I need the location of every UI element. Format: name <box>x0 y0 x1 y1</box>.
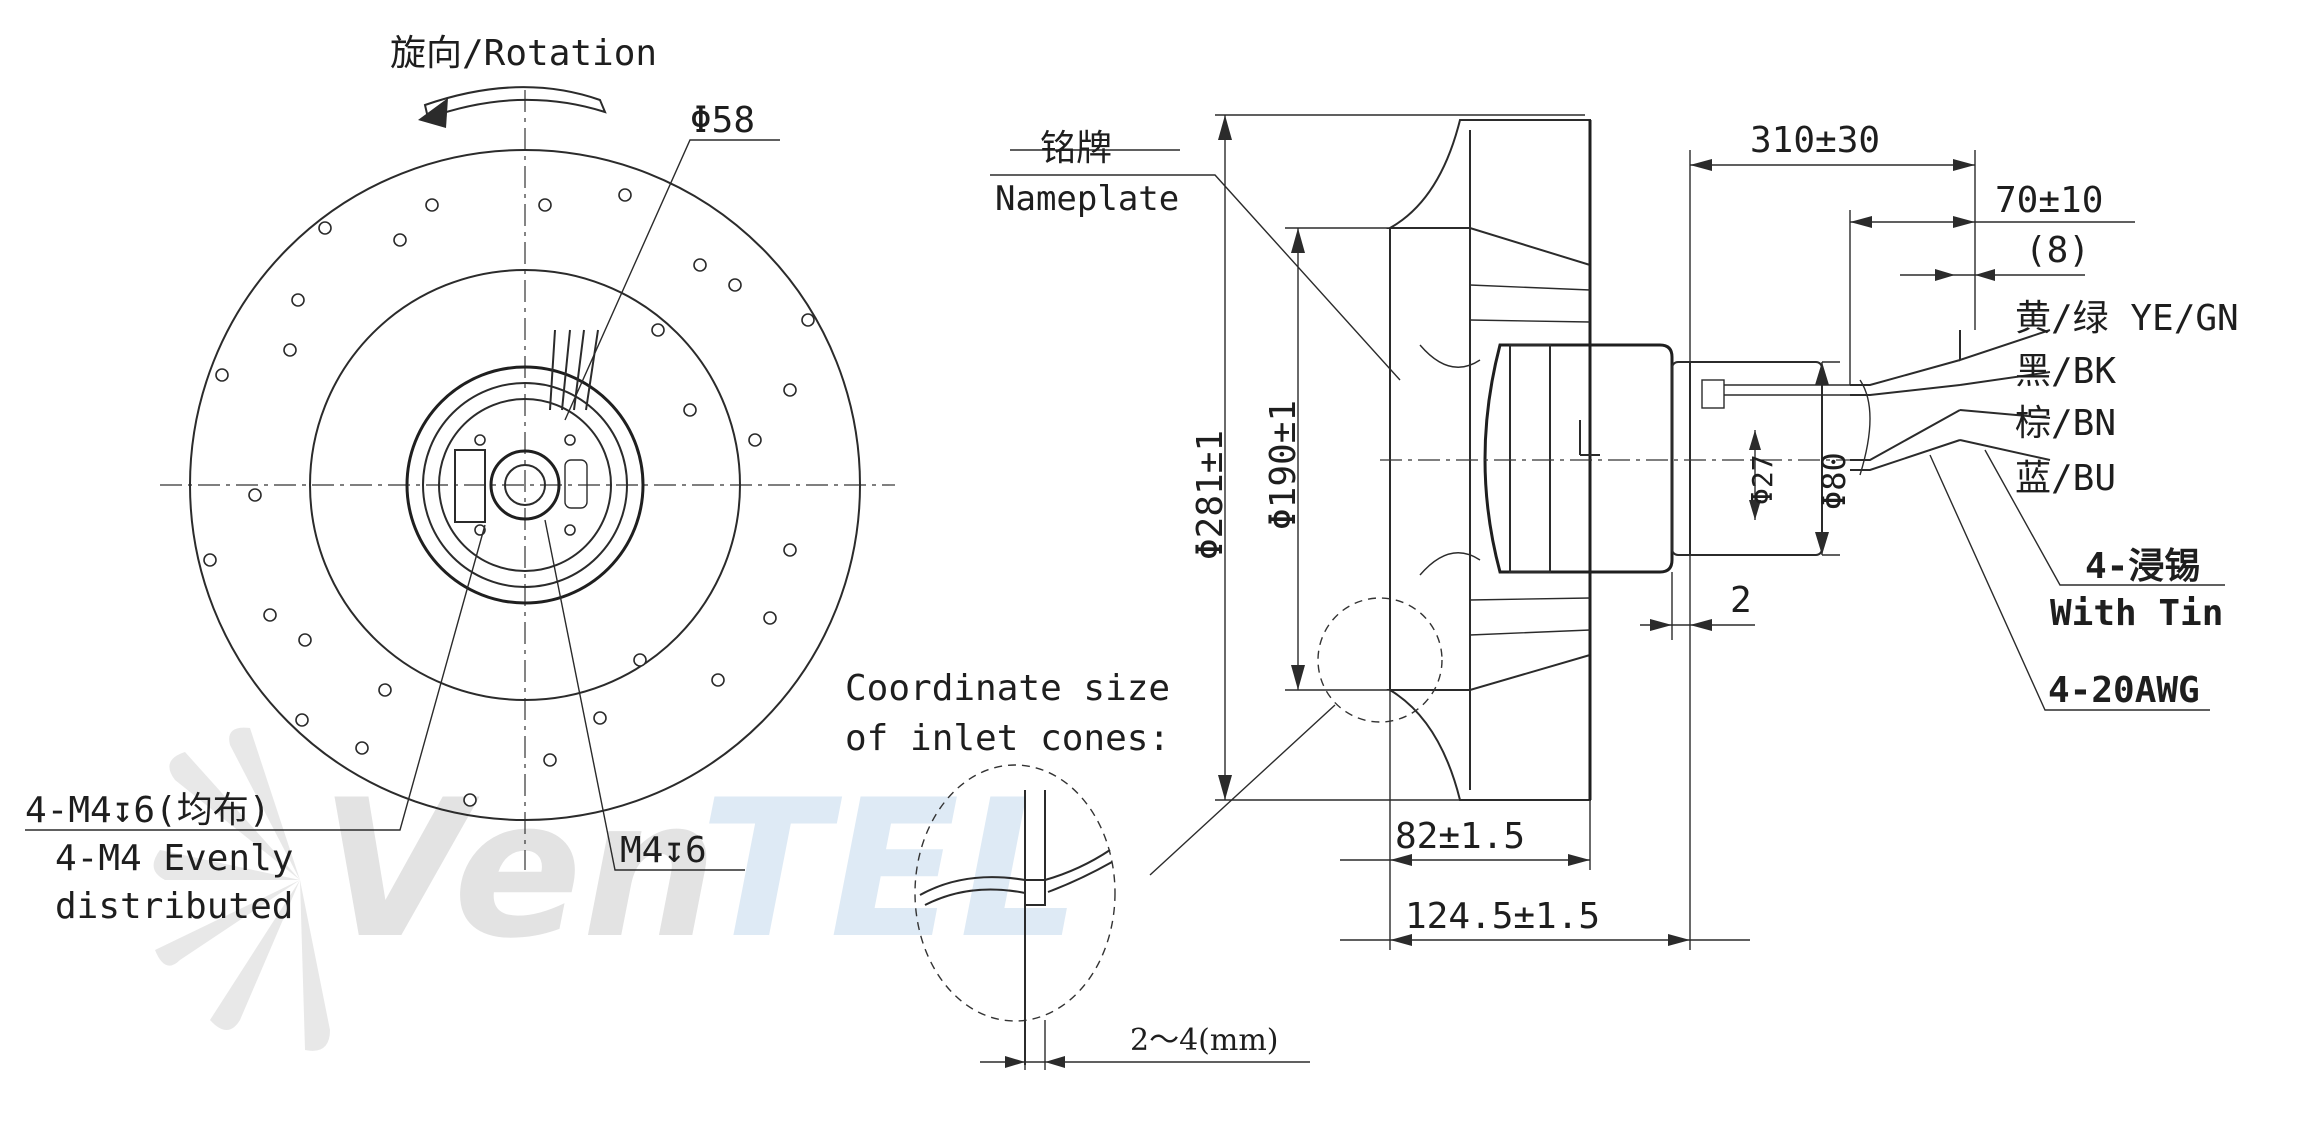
tin-en-label: With Tin <box>2050 593 2223 634</box>
nameplate-cn-label: 铭牌 <box>1040 128 1112 169</box>
inlet-cone-label-1: Coordinate size <box>845 668 1170 709</box>
inlet-cone-label-2: of inlet cones: <box>845 718 1170 759</box>
cable-length-310: 310±30 <box>1750 120 1880 161</box>
rotation-label: 旋向/Rotation <box>390 33 657 74</box>
dimension-2: 2 <box>1730 580 1752 621</box>
front-view: 旋向/Rotation Φ58 4-M4↧6(均布) 4-M4 Evenly d… <box>25 33 895 927</box>
side-view: Φ281±1 Φ190±1 Φ27 <box>990 114 1870 950</box>
impeller-outer-circle <box>189 149 861 821</box>
inlet-detail-marker <box>1317 597 1443 723</box>
dimension-80: Φ80 <box>1815 452 1853 510</box>
motor-outer-circle <box>405 365 645 605</box>
impeller-inner-circle <box>309 269 741 701</box>
gap-dimension-label: 2～4(mm) <box>1130 1023 1278 1058</box>
dimension-27: Φ27 <box>1746 454 1779 505</box>
blade-rivet-holes <box>203 188 815 807</box>
mount-thread-en-label-1: 4-M4 Evenly <box>55 838 293 879</box>
motor-housing <box>1483 343 1674 574</box>
dimension-190: Φ190±1 <box>1263 400 1304 530</box>
strip-length-70: 70±10 <box>1995 180 2103 221</box>
wire-label-ye-gn: 黄/绿 YE/GN <box>2015 298 2239 339</box>
nameplate-en-label: Nameplate <box>995 179 1179 219</box>
wire-label-bu: 蓝/BU <box>2015 458 2116 499</box>
tin-length-8: (8) <box>2025 230 2090 271</box>
watermark-brand-right: TEL <box>700 759 1080 980</box>
cable-grommet <box>1701 379 1725 409</box>
tin-cn-label: 4-浸锡 <box>2085 546 2200 587</box>
wire-label-bk: 黑/BK <box>2015 351 2116 392</box>
shaft-hub-circle <box>489 449 561 521</box>
wire-label-bn: 棕/BN <box>2015 403 2116 444</box>
watermark-fan-icon <box>153 727 330 1051</box>
motor-label-rect <box>454 449 486 523</box>
inlet-cone-detail: Coordinate size of inlet cones: 2～4(mm) <box>845 668 1310 1070</box>
dimension-82: 82±1.5 <box>1395 816 1525 857</box>
cable-assembly: 310±30 70±10 (8) 黄/绿 YE/GN 黑/BK 棕/BN 蓝/B… <box>1689 120 2239 711</box>
mount-thread-cn-label: 4-M4↧6(均布) <box>25 790 270 831</box>
wire-gauge-label: 4-20AWG <box>2048 670 2200 711</box>
screw-thread-label: M4↧6 <box>620 830 707 871</box>
mount-thread-en-label-2: distributed <box>55 886 293 927</box>
dimension-281: Φ281±1 <box>1190 430 1231 560</box>
motor-plug <box>564 459 588 509</box>
inlet-detail-circle <box>914 764 1116 1022</box>
diameter-58-label: Φ58 <box>690 100 755 141</box>
dimension-124: 124.5±1.5 <box>1405 896 1600 937</box>
